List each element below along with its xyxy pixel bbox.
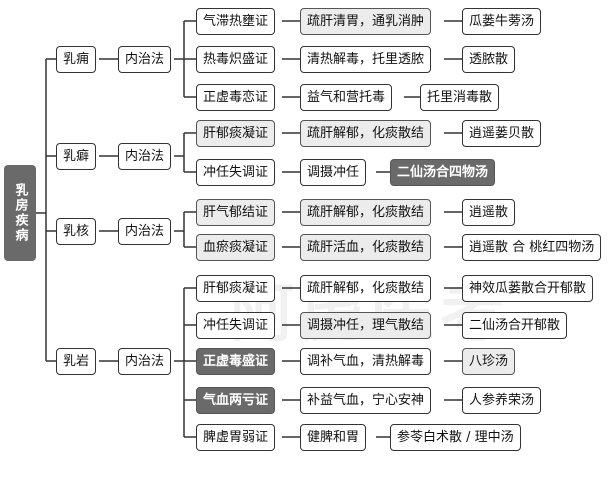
root-node: 乳房疾病 [4,165,36,261]
method-node-ruyan: 内治法 [118,348,172,375]
treatment-node: 疏肝解郁，化痰散结 [300,275,432,302]
formula-node: 逍遥散 [462,199,516,226]
treatment-node: 调摄冲任，理气散结 [300,312,432,339]
syndrome-node: 冲任失调证 [196,159,276,186]
treatment-node: 益气和营托毒 [300,84,393,111]
formula-node: 托里消毒散 [420,84,500,111]
syndrome-node: 气滞热壅证 [196,8,276,35]
disease-node-ruhe: 乳核 [56,218,97,245]
syndrome-node: 气血两亏证 [196,387,276,414]
syndrome-node: 肝气郁结证 [196,199,276,226]
formula-node: 参苓白术散 / 理中汤 [390,424,521,451]
treatment-node: 健脾和胃 [300,424,367,451]
root-label: 乳房疾病 [12,183,28,243]
treatment-node: 疏肝清胃，通乳消肿 [300,8,432,35]
formula-node: 逍遥蒌贝散 [462,120,542,147]
treatment-node: 调摄冲任 [300,159,367,186]
formula-node: 透脓散 [462,46,516,73]
method-node-ruhe: 内治法 [118,218,172,245]
formula-node: 人参养荣汤 [462,387,542,414]
syndrome-node: 正虚毒盛证 [196,348,276,375]
treatment-node: 疏肝活血，化痰散结 [300,234,432,261]
method-node-rupi: 内治法 [118,143,172,170]
treatment-node: 调补气血，清热解毒 [300,348,432,375]
treatment-node: 清热解毒，托里透脓 [300,46,432,73]
formula-node: 瓜蒌牛蒡汤 [462,8,542,35]
formula-node: 逍遥散 合 桃红四物汤 [462,234,602,261]
disease-node-rupi: 乳癖 [56,143,97,170]
syndrome-node: 冲任失调证 [196,312,276,339]
syndrome-node: 肝郁痰凝证 [196,120,276,147]
method-node-ruyong: 内治法 [118,46,172,73]
syndrome-node: 脾虚胃弱证 [196,424,276,451]
formula-node: 二仙汤合四物汤 [390,159,496,186]
syndrome-node: 热毒炽盛证 [196,46,276,73]
formula-node: 八珍汤 [462,348,516,375]
syndrome-node: 血瘀痰凝证 [196,234,276,261]
treatment-node: 疏肝解郁，化痰散结 [300,199,432,226]
syndrome-node: 肝郁痰凝证 [196,275,276,302]
disease-node-ruyan: 乳岩 [56,348,97,375]
formula-node: 神效瓜蒌散合开郁散 [462,275,594,302]
formula-node: 二仙汤合开郁散 [462,312,568,339]
syndrome-node: 正虚毒恋证 [196,84,276,111]
treatment-node: 补益气血，宁心安神 [300,387,432,414]
disease-node-ruyong: 乳痈 [56,46,97,73]
treatment-node: 疏肝解郁，化痰散结 [300,120,432,147]
